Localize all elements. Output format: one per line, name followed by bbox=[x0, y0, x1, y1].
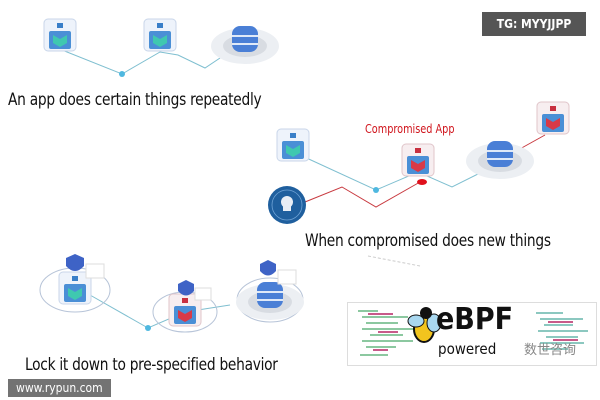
caption-normal: An app does certain things repeatedly bbox=[8, 90, 262, 110]
shield-icon bbox=[178, 280, 194, 296]
shield-icon bbox=[66, 254, 84, 271]
caption-compromised: When compromised does new things bbox=[305, 231, 551, 251]
link-normal bbox=[61, 49, 233, 75]
link-restricted bbox=[89, 294, 231, 329]
app-cube-icon bbox=[536, 101, 570, 135]
wechat-source: 数世咨询 bbox=[524, 343, 577, 358]
ebpf-powered-banner: eBPF powered 数世咨询 bbox=[347, 302, 597, 366]
compromised-app-label: Compromised App bbox=[365, 122, 455, 136]
bee-icon bbox=[407, 307, 442, 343]
database-icon bbox=[235, 281, 305, 321]
app-cube-icon bbox=[276, 128, 310, 162]
database-icon bbox=[210, 25, 280, 65]
link-compromised bbox=[304, 181, 421, 208]
skull-globe-icon bbox=[268, 186, 306, 224]
link-normal bbox=[299, 154, 493, 191]
watermark-badge: TG: MYYJJPP bbox=[482, 12, 586, 36]
watermark-site: www.rypun.com bbox=[8, 379, 111, 397]
app-cube-icon bbox=[43, 18, 77, 52]
ebpf-logo: eBPF bbox=[436, 302, 514, 337]
shield-icon bbox=[260, 260, 276, 276]
caption-locked: Lock it down to pre-specified behavior bbox=[25, 355, 278, 375]
ebpf-subtitle: powered bbox=[438, 340, 497, 358]
compromised-app-icon bbox=[401, 143, 435, 177]
code-lines-decoration bbox=[358, 307, 588, 356]
app-cube-icon bbox=[143, 18, 177, 52]
